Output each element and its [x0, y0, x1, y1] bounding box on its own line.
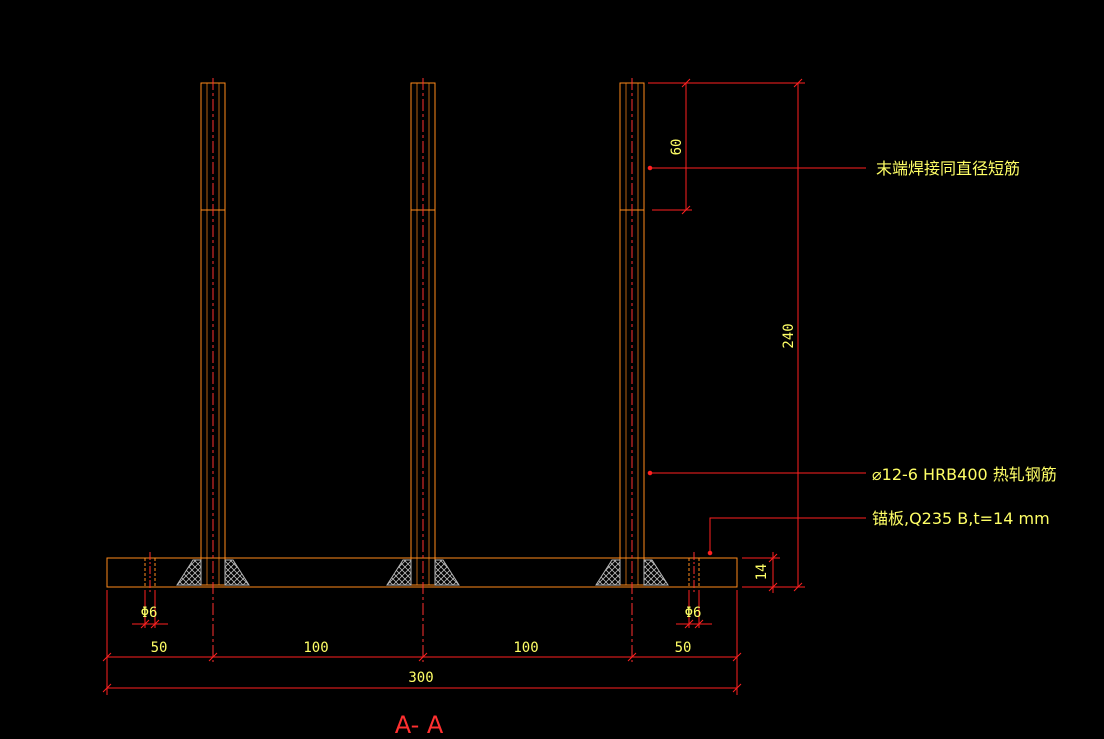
section-title: A- A	[395, 711, 444, 739]
weld-1	[176, 559, 250, 586]
dim-hole-right-lines	[676, 590, 712, 629]
hole-right	[688, 552, 700, 593]
anchor-plate	[106, 557, 738, 588]
dim-weld-segment: 60	[669, 139, 685, 156]
stud-2	[410, 78, 436, 662]
stud-3	[619, 78, 645, 662]
leader-plate	[707, 517, 866, 556]
leader-rebar	[647, 470, 866, 476]
dim-bottom-chain	[102, 590, 742, 695]
dim-bay-2: 100	[513, 640, 538, 656]
dim-plate-thickness-lines	[742, 552, 780, 593]
dim-hole-right: Φ6	[685, 605, 702, 621]
weld-2	[386, 559, 460, 586]
dim-bay-1: 100	[303, 640, 328, 656]
dim-total-width: 300	[408, 670, 433, 686]
dim-edge-right: 50	[675, 640, 692, 656]
dim-hole-left-lines	[132, 590, 168, 629]
note-rebar: ⌀12-6 HRB400 热轧钢筋	[872, 465, 1057, 484]
note-end-weld: 末端焊接同直径短筋	[876, 159, 1020, 178]
dim-weld-segment-lines	[652, 78, 692, 215]
leader-end-weld	[647, 165, 866, 171]
stud-1	[200, 78, 226, 662]
hole-left	[144, 552, 156, 593]
dim-plate-thickness: 14	[754, 564, 770, 581]
dim-edge-left: 50	[151, 640, 168, 656]
weld-3	[595, 559, 669, 586]
note-plate: 锚板,Q235 B,t=14 mm	[872, 509, 1050, 528]
dim-hole-left: Φ6	[141, 605, 158, 621]
dim-stud-length: 240	[781, 323, 797, 348]
